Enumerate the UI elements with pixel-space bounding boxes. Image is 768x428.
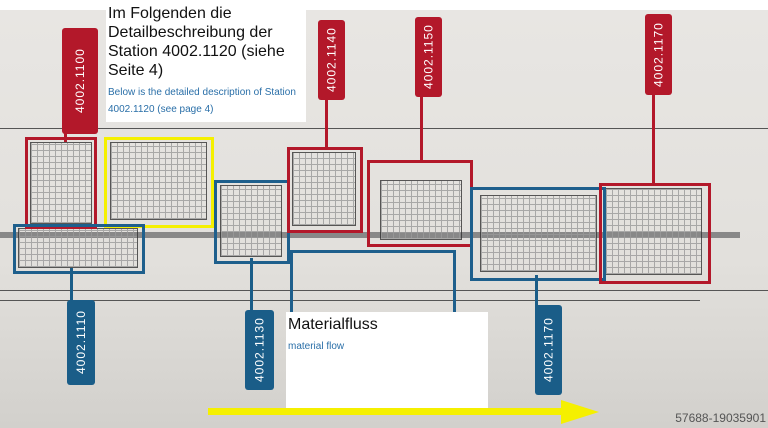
note-title-en: Below is the detailed description of Sta…	[108, 87, 296, 115]
station-tag-4002-1150: 4002.1150	[415, 17, 442, 97]
station-frame-4002-1130	[214, 180, 290, 264]
station-frame-4002-1100	[25, 137, 97, 229]
arrow-head-icon	[561, 400, 599, 424]
tag-stem	[420, 92, 423, 162]
tag-stem	[652, 90, 655, 185]
station-tag-4002-1130: 4002.1130	[245, 310, 274, 390]
plan-line	[0, 128, 768, 129]
station-tag-4002-1110: 4002.1110	[67, 300, 95, 385]
machine-drawing	[380, 180, 462, 240]
station-tag-4002-1170-blue: 4002.1170	[535, 305, 562, 395]
station-tag-4002-1140: 4002.1140	[318, 20, 345, 100]
station-frame-4002-1110	[13, 224, 145, 274]
tag-stem	[325, 95, 328, 150]
plan-line	[0, 300, 700, 301]
conveyor-line	[0, 232, 740, 238]
machine-drawing	[480, 195, 597, 272]
station-frame-4002-1170	[599, 183, 711, 284]
machine-drawing	[220, 185, 282, 257]
station-frame-4002-1120-highlight	[104, 137, 214, 228]
tag-stem	[70, 268, 73, 303]
machine-drawing	[18, 228, 138, 268]
station-tag-4002-1100: 4002.1100	[62, 28, 98, 134]
station-tag-4002-1170: 4002.1170	[645, 14, 672, 95]
image-id: 57688-19035901	[675, 411, 766, 425]
station-frame-4002-1140	[287, 147, 363, 233]
station-frame-4002-1150	[367, 160, 473, 247]
tag-stem	[64, 130, 67, 142]
plan-line	[0, 290, 768, 291]
material-flow-arrow	[208, 408, 563, 415]
station-frame-4002-1170-blue	[470, 187, 606, 281]
machine-drawing	[292, 152, 356, 226]
material-flow-note: Materialfluss material flow	[286, 312, 488, 413]
material-flow-title-en: material flow	[288, 341, 345, 352]
note-title-de: Im Folgenden die Detailbeschreibung der …	[108, 5, 285, 79]
machine-drawing	[30, 142, 92, 224]
tag-stem	[250, 258, 253, 313]
material-flow-title-de: Materialfluss	[288, 316, 378, 333]
material-flow-frame	[290, 250, 456, 316]
tag-stem	[535, 275, 538, 310]
machine-drawing	[110, 142, 207, 220]
station-description-note: Im Folgenden die Detailbeschreibung der …	[106, 0, 306, 122]
